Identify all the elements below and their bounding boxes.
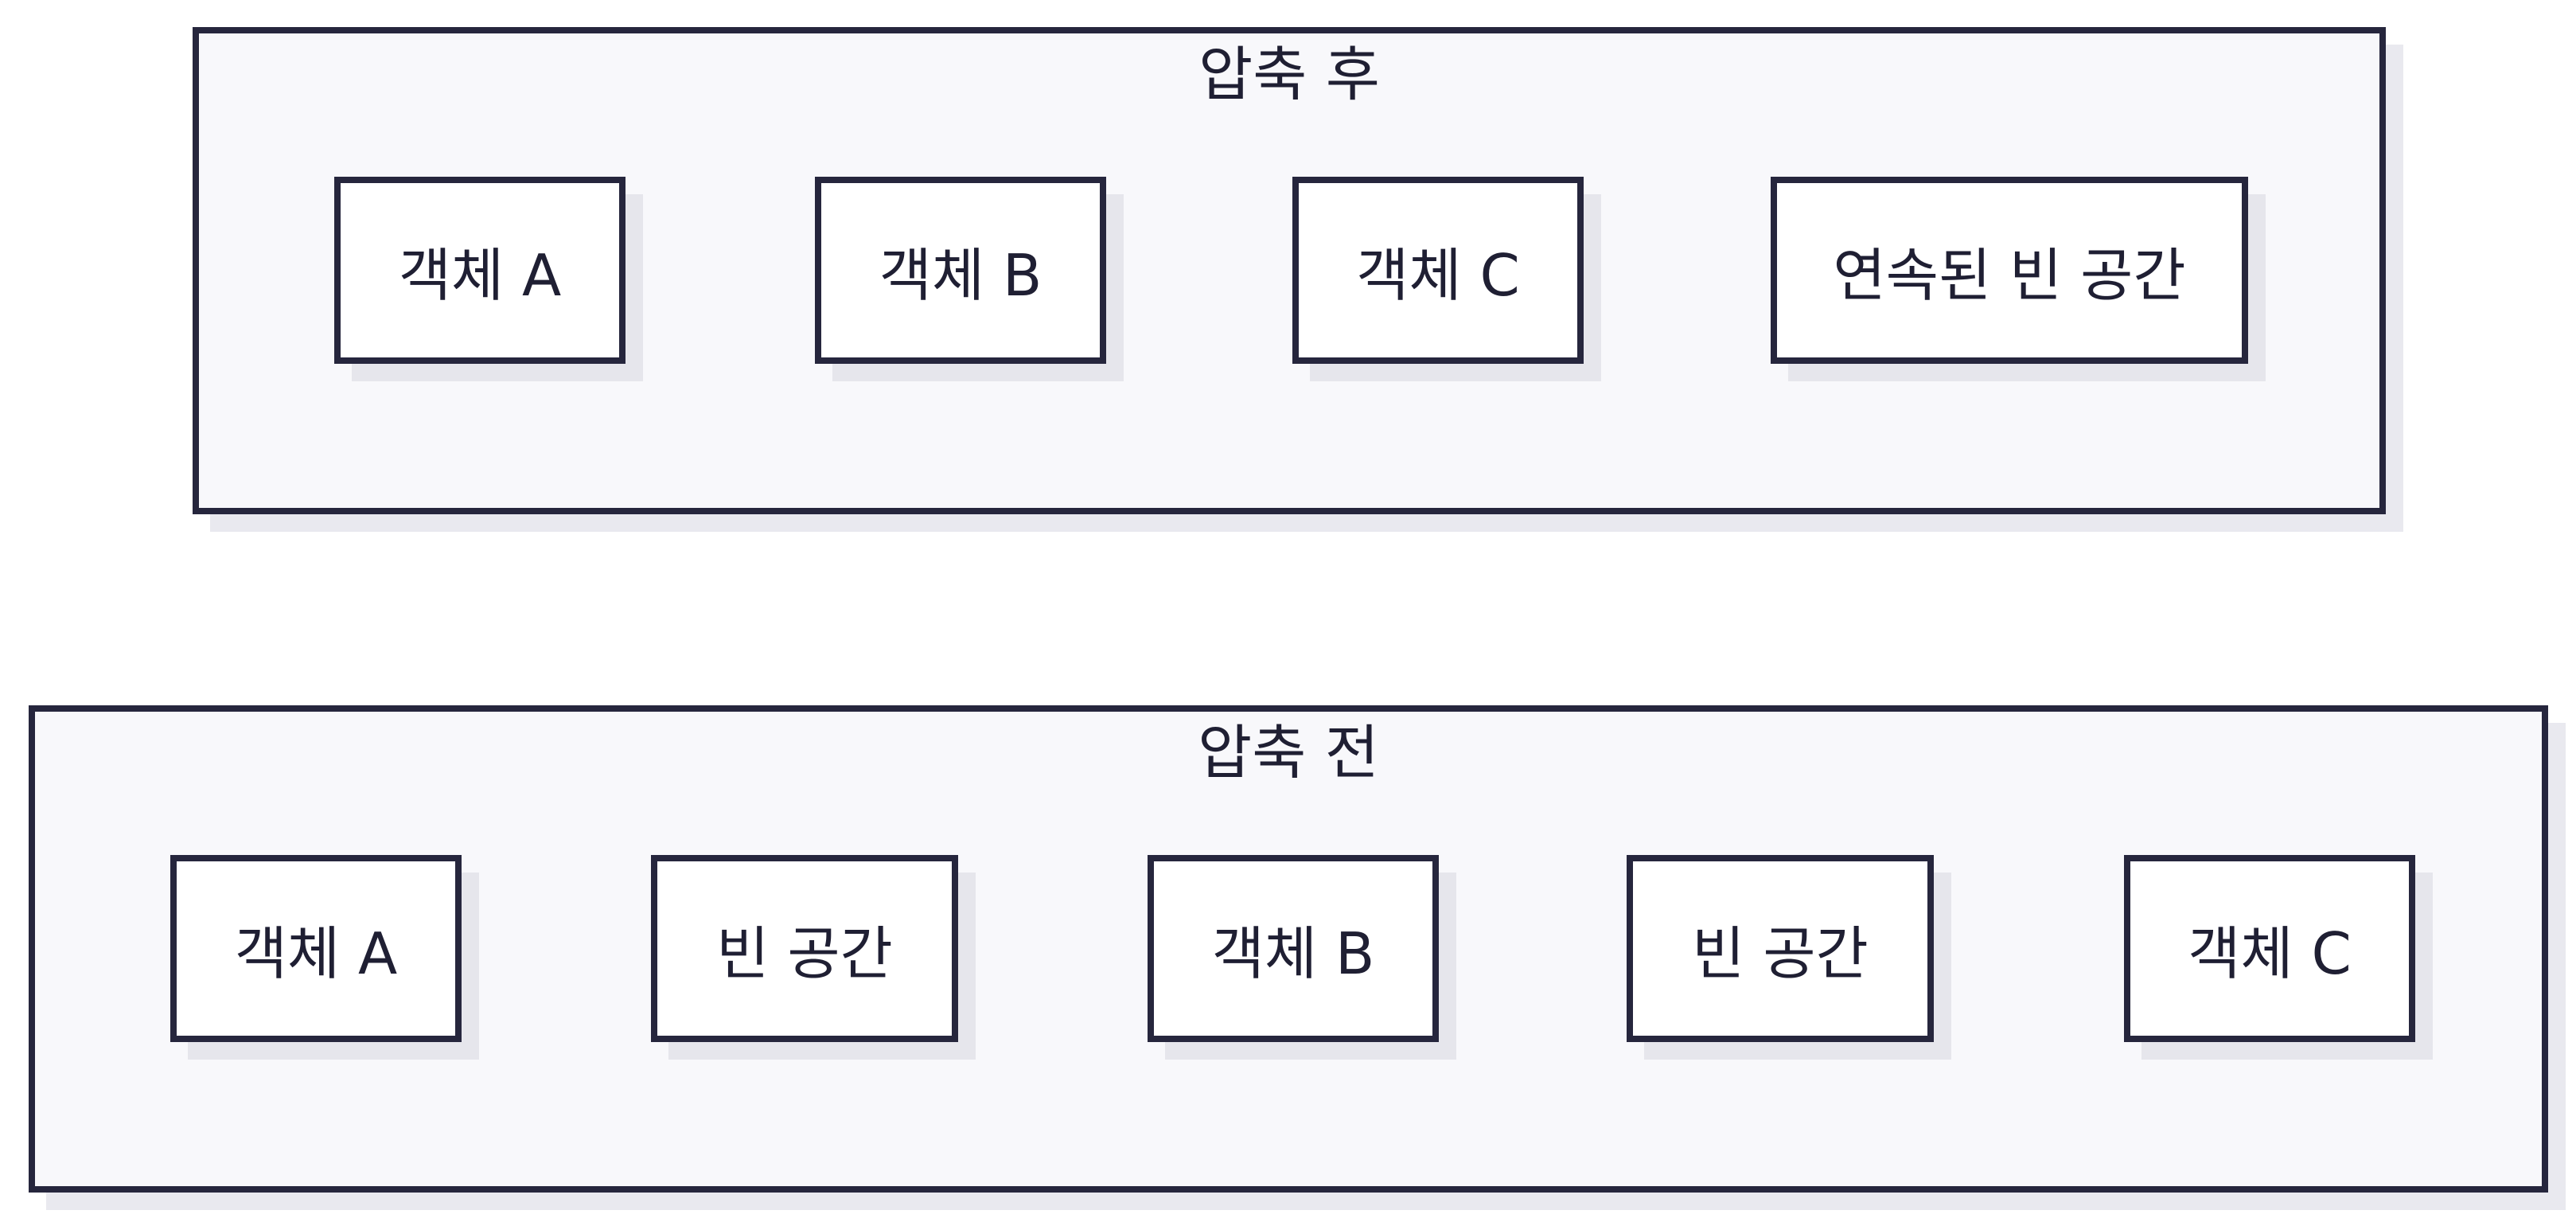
node-label: 객체 C [1356, 242, 1520, 309]
after-object-b-node: 객체 B [815, 177, 1106, 364]
before-free-space-node-1: 빈 공간 [651, 855, 958, 1042]
before-compaction-group: 압축 전 객체 A 빈 공간 객체 B 빈 공간 객체 C [29, 705, 2548, 1193]
before-object-b-node: 객체 B [1148, 855, 1439, 1042]
node-label: 연속된 빈 공간 [1833, 242, 2186, 309]
after-compaction-title: 압축 후 [1198, 41, 1380, 109]
node-label: 객체 B [1211, 920, 1375, 987]
node-label: 빈 공간 [1692, 920, 1869, 987]
after-compaction-group: 압축 후 객체 A 객체 B 객체 C 연속된 빈 공간 [193, 27, 2386, 514]
node-label: 빈 공간 [716, 920, 893, 987]
before-object-c-node: 객체 C [2124, 855, 2415, 1042]
node-label: 객체 C [2188, 920, 2352, 987]
after-object-a-node: 객체 A [334, 177, 625, 364]
before-free-space-node-2: 빈 공간 [1627, 855, 1934, 1042]
node-label: 객체 A [234, 920, 398, 987]
contiguous-free-space-node: 연속된 빈 공간 [1771, 177, 2248, 364]
node-label: 객체 A [398, 242, 562, 309]
node-label: 객체 B [879, 242, 1042, 309]
after-object-c-node: 객체 C [1292, 177, 1584, 364]
before-object-a-node: 객체 A [170, 855, 462, 1042]
before-compaction-title: 압축 전 [1198, 719, 1379, 787]
